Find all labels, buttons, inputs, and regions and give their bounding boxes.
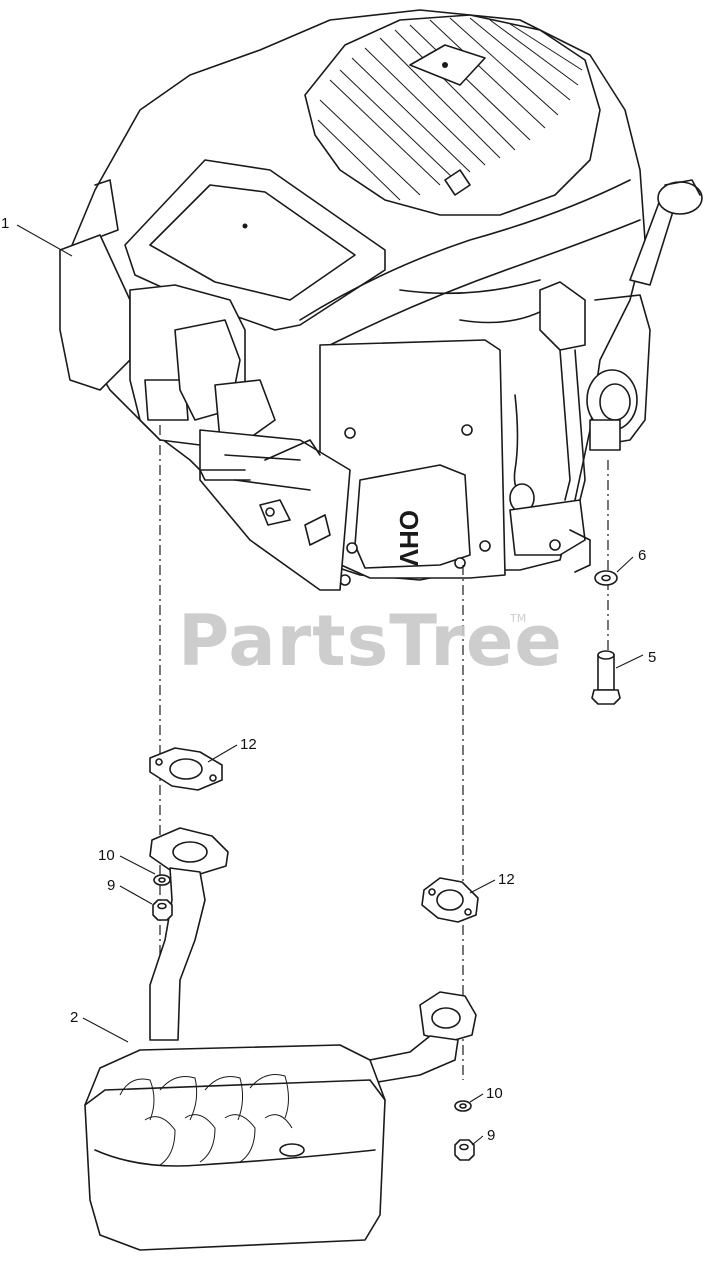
bolt-part-5[interactable] xyxy=(591,650,621,705)
partstree-watermark: PartsTree TM xyxy=(178,600,563,682)
watermark-trademark: TM xyxy=(509,612,526,625)
callout-10-right: 10 xyxy=(486,1085,503,1102)
callout-5: 5 xyxy=(648,649,656,666)
callout-10-left: 10 xyxy=(98,847,115,864)
alignment-centerlines xyxy=(159,425,609,1080)
gasket-part-12-upper[interactable] xyxy=(149,747,223,791)
callout-9-right: 9 xyxy=(487,1127,495,1144)
washer-part-10-right[interactable] xyxy=(454,1100,472,1112)
engine-assembly[interactable]: OHV xyxy=(59,9,703,591)
leader-lines xyxy=(16,224,644,1146)
washer-part-10-left[interactable] xyxy=(153,874,171,886)
nut-part-9-left[interactable] xyxy=(152,899,173,921)
callout-2: 2 xyxy=(70,1009,78,1026)
callout-labels: 1 2 5 6 9 9 10 10 12 12 xyxy=(1,215,656,1144)
washer-part-6[interactable] xyxy=(594,570,618,586)
muffler-assembly[interactable] xyxy=(84,827,477,1251)
watermark-text: PartsTree xyxy=(178,600,563,682)
ohv-label: OHV xyxy=(394,510,424,567)
callout-6: 6 xyxy=(638,547,646,564)
callout-1: 1 xyxy=(1,215,9,232)
nut-part-9-right[interactable] xyxy=(454,1139,475,1161)
callout-12-upper: 12 xyxy=(240,736,257,753)
callout-9-left: 9 xyxy=(107,877,115,894)
gasket-part-12-right[interactable] xyxy=(421,877,479,923)
callout-12-right: 12 xyxy=(498,871,515,888)
